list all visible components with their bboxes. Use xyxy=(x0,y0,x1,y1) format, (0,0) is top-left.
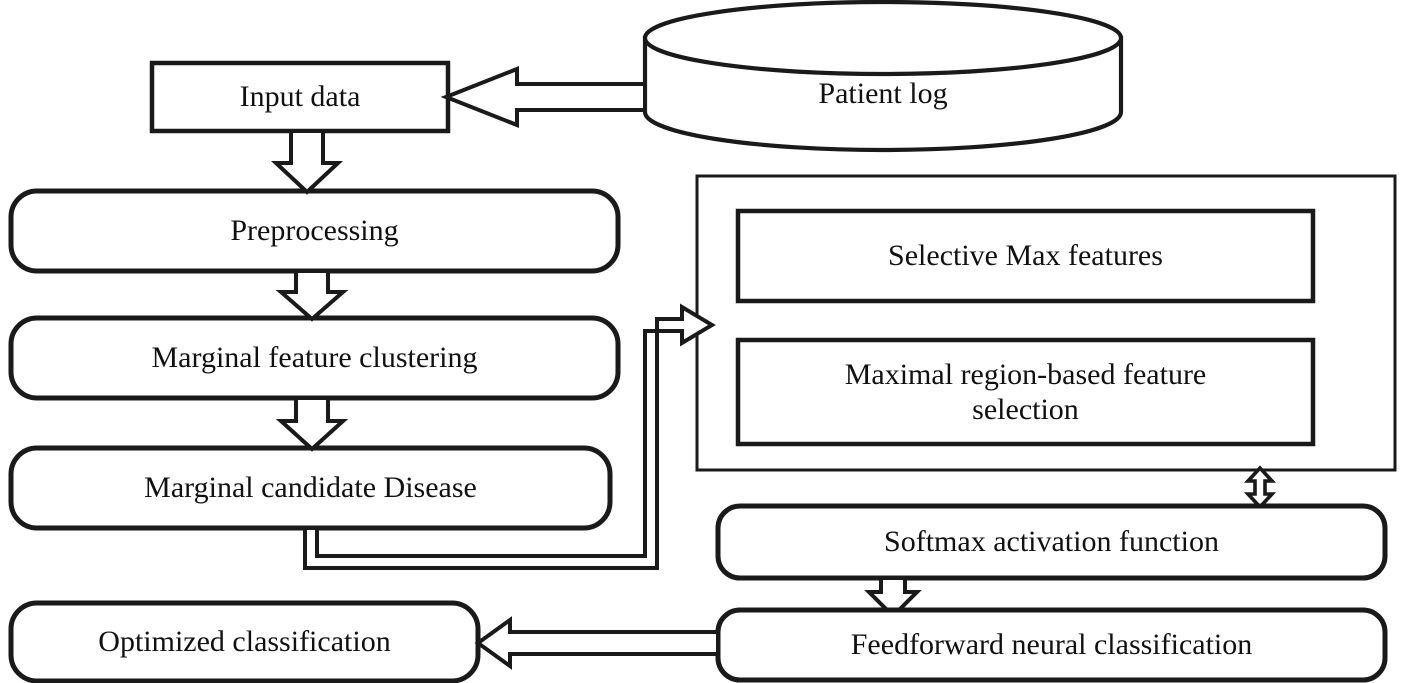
node-softmax-activation-function[interactable] xyxy=(715,503,1388,581)
arrow-preprocessing-to-clustering xyxy=(275,269,349,322)
node-input-data[interactable] xyxy=(149,60,451,134)
arrow-clustering-to-candidate-disease xyxy=(275,396,349,452)
cylinder-top-ellipse xyxy=(642,0,1124,77)
arrow-patientlog-to-inputdata xyxy=(440,66,647,128)
node-selective-max-features[interactable] xyxy=(735,208,1316,304)
node-optimized-classification[interactable] xyxy=(8,600,481,683)
arrow-candidate-disease-to-feature-panel xyxy=(303,303,716,570)
arrow-softmax-to-feedforward xyxy=(864,576,922,619)
node-marginal-candidate-disease[interactable] xyxy=(8,445,613,531)
node-feedforward-neural-classification[interactable] xyxy=(715,607,1388,683)
node-marginal-feature-clustering[interactable] xyxy=(8,315,621,401)
node-patient-log[interactable] xyxy=(642,0,1124,153)
arrow-inputdata-to-preprocessing xyxy=(270,129,344,195)
arrow-panel-to-softmax-bidirectional xyxy=(1243,465,1277,510)
arrow-feedforward-to-optimized xyxy=(474,616,720,670)
node-maximal-region-based-feature-selection[interactable] xyxy=(735,337,1316,447)
node-preprocessing[interactable] xyxy=(8,188,621,274)
